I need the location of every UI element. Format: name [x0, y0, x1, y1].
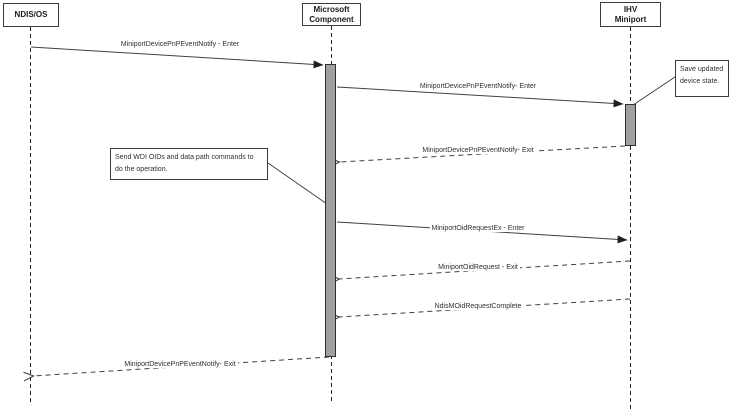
message-4-label: MiniportOidRequestEx - Enter — [429, 225, 527, 232]
message-5-label: MiniportOidRequest - Exit — [436, 264, 520, 271]
message-1-line — [30, 46, 324, 69]
message-2-line — [336, 86, 624, 108]
actor-microsoft-label: Microsoft Component — [309, 4, 354, 24]
message-1-label: MiniportDevicePnPEventNotify - Enter — [118, 41, 242, 48]
activation-bar-ihv — [625, 104, 636, 146]
note-send-wdi-connector — [267, 162, 328, 205]
note-save-state-connector — [632, 76, 676, 106]
note-send-wdi: Send WDI OIDs and data path commands to … — [110, 148, 268, 180]
activation-bar-microsoft — [325, 64, 336, 357]
actor-ndis-os: NDIS/OS — [3, 3, 59, 27]
message-3-label: MiniportDevicePnPEventNotify- Exit — [420, 147, 536, 154]
message-3-line — [339, 145, 626, 162]
actor-ihv-label: IHV Miniport — [614, 4, 647, 24]
message-7-label: MiniportDevicePnPEventNotify- Exit — [122, 361, 238, 368]
actor-ihv: IHV Miniport — [600, 2, 661, 27]
message-6-label: NdisMOidRequestComplete — [432, 303, 524, 310]
actor-ndis-os-label: NDIS/OS — [14, 10, 48, 19]
message-2-label: MiniportDevicePnPEventNotify- Enter — [417, 83, 539, 90]
actor-microsoft: Microsoft Component — [302, 3, 361, 26]
note-save-state: Save updated device state. — [675, 60, 729, 97]
